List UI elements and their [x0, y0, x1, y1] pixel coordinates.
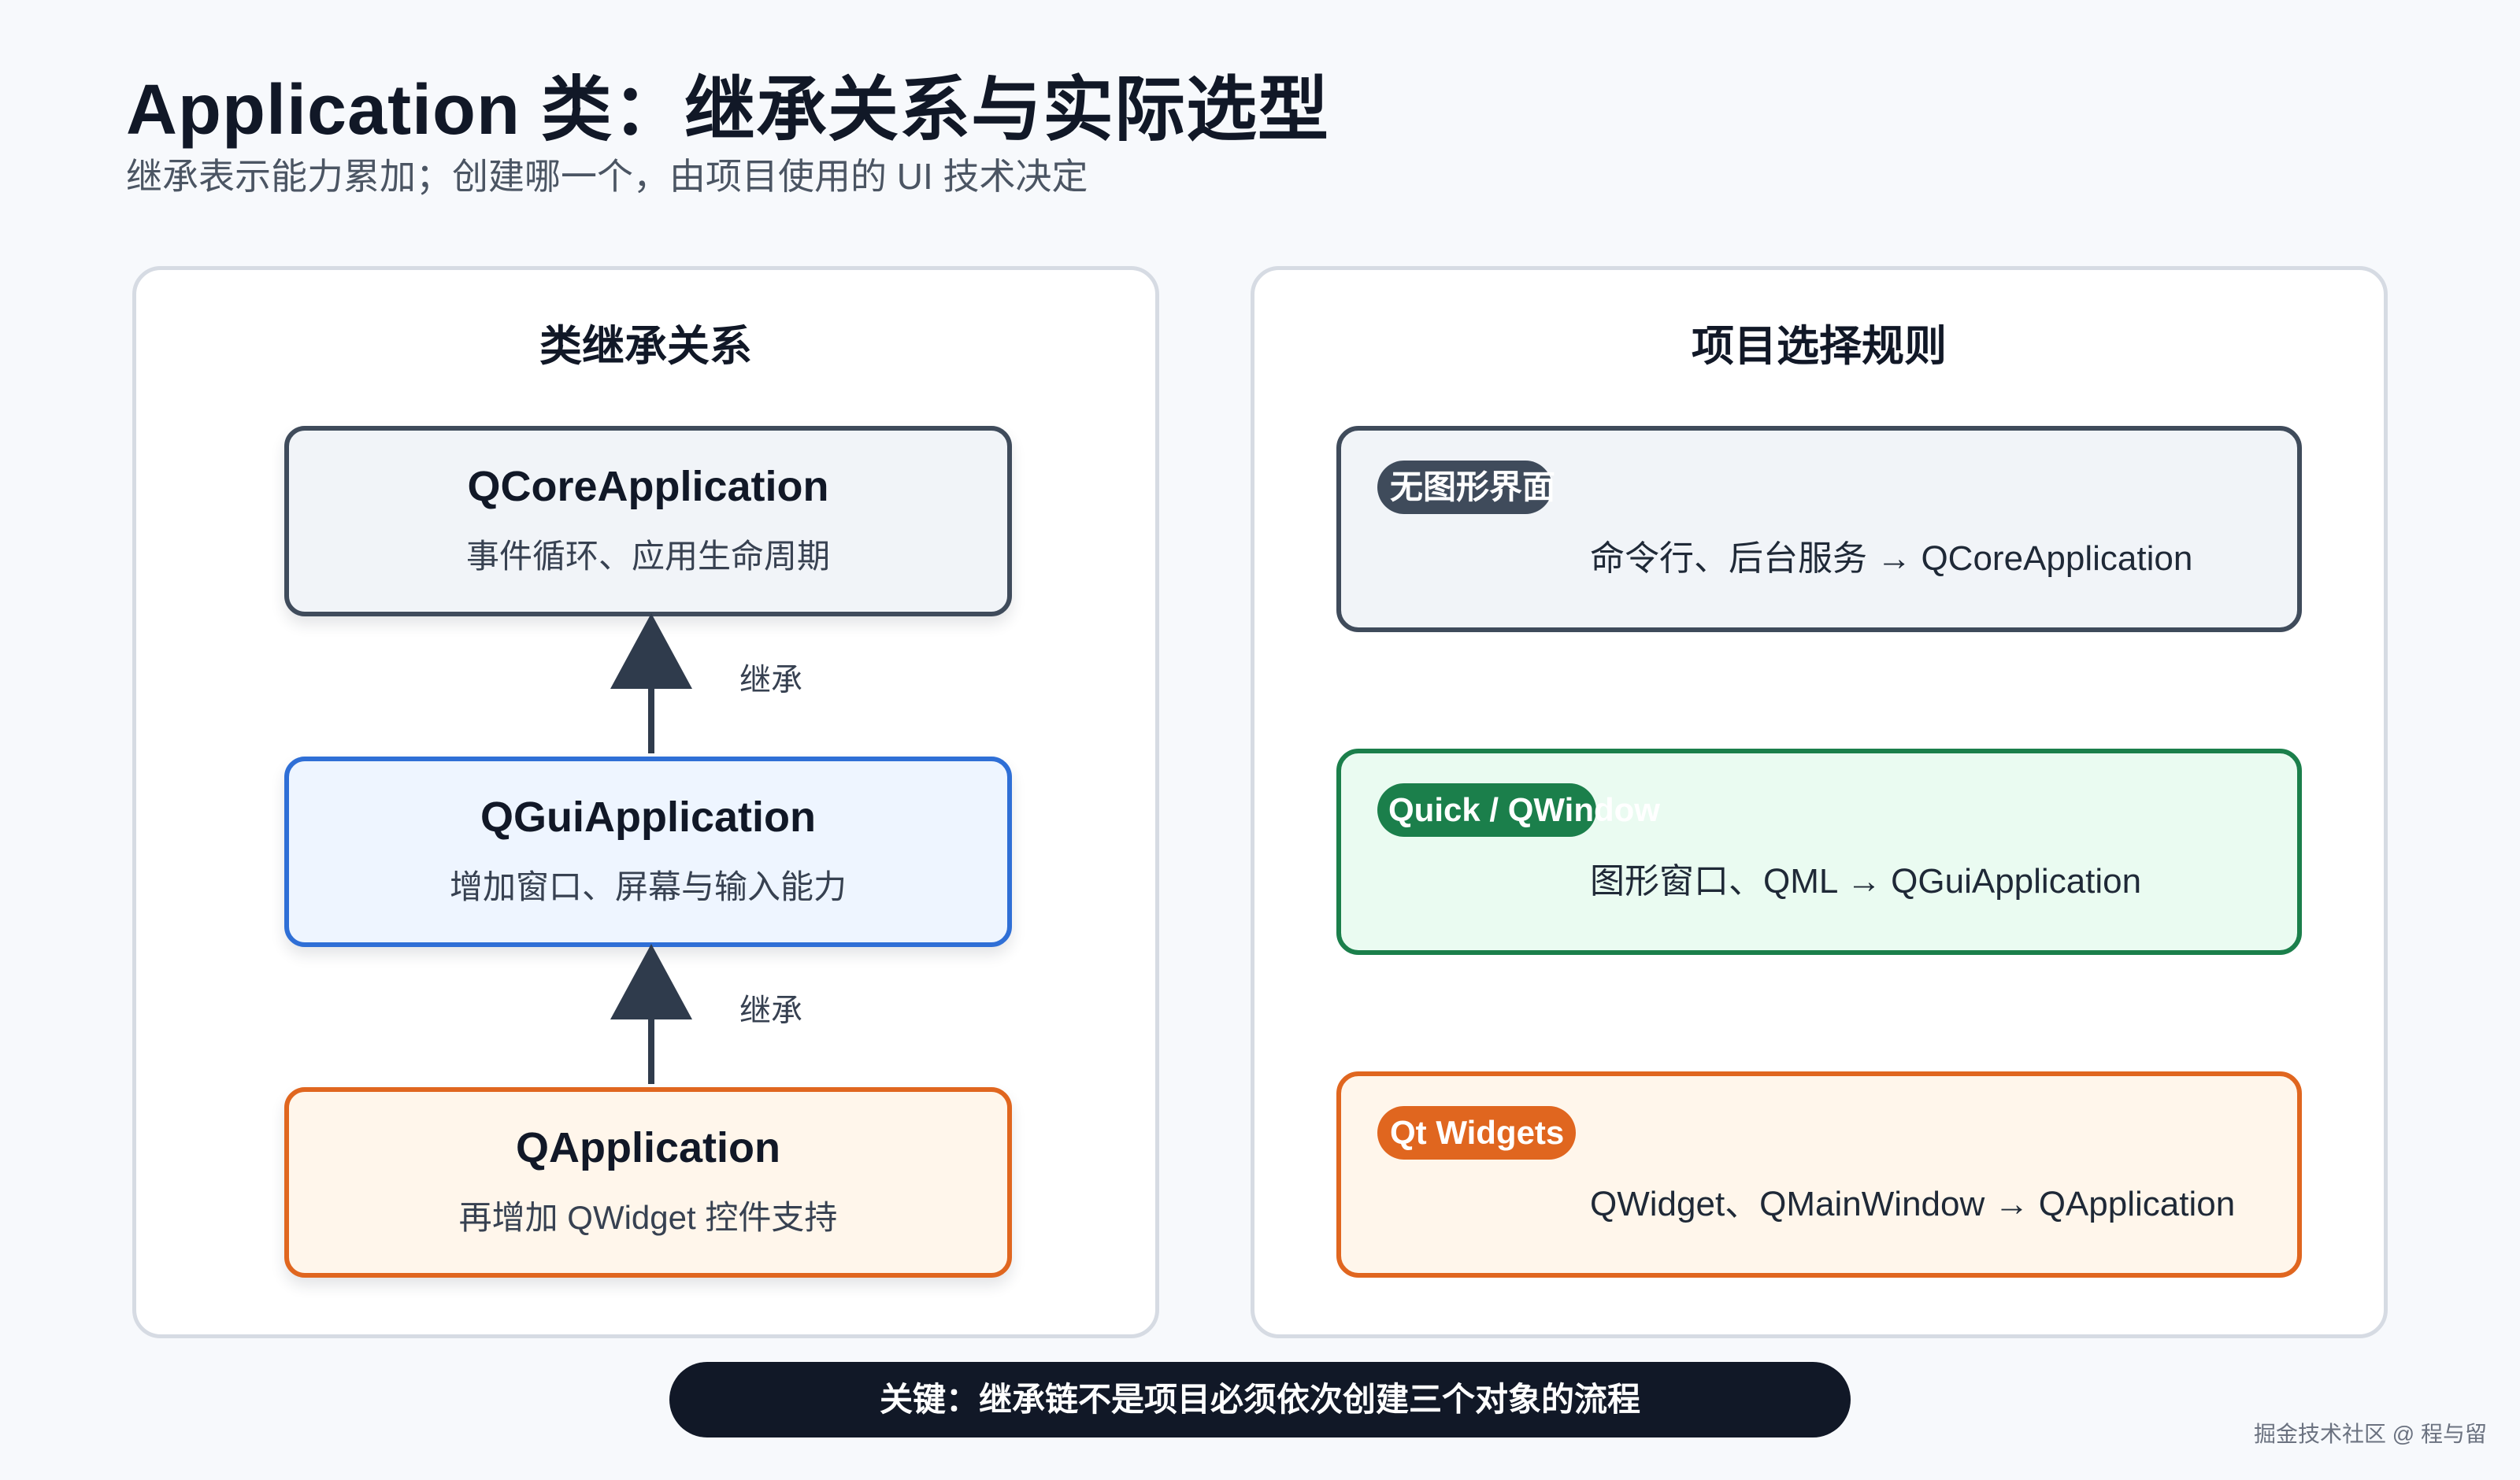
rule-tag: Qt Widgets	[1377, 1106, 1576, 1160]
watermark: 掘金技术社区 @ 程与留	[2254, 1422, 2487, 1446]
page-title: Application 类：继承关系与实际选型	[126, 71, 1329, 150]
class-description: 增加窗口、屏幕与输入能力	[449, 868, 847, 905]
class-box-qguiapplication: QGuiApplication 增加窗口、屏幕与输入能力	[284, 757, 1012, 947]
class-description: 事件循环、应用生命周期	[465, 538, 830, 575]
inheritance-arrow: 继承	[604, 944, 802, 1086]
class-description: 再增加 QWidget 控件支持	[458, 1199, 838, 1236]
arrow-up-icon	[610, 613, 692, 753]
key-note-banner: 关键：继承链不是项目必须依次创建三个对象的流程	[669, 1362, 1851, 1437]
rule-tag: 无图形界面	[1377, 461, 1555, 514]
inheritance-arrow: 继承	[604, 613, 802, 755]
inheritance-arrow-label: 继承	[739, 663, 802, 697]
inheritance-panel: 类继承关系 QCoreApplication 事件循环、应用生命周期 继承 QG…	[132, 266, 1159, 1338]
selection-rules-panel: 项目选择规则 无图形界面 命令行、后台服务 → QCoreApplication…	[1251, 266, 2388, 1338]
inheritance-arrow-label: 继承	[739, 993, 802, 1028]
rule-text: 图形窗口、QML → QGuiApplication	[1590, 862, 2142, 901]
page-subtitle: 继承表示能力累加；创建哪一个，由项目使用的 UI 技术决定	[126, 156, 1088, 197]
rule-card-no-gui: 无图形界面 命令行、后台服务 → QCoreApplication	[1336, 426, 2302, 632]
class-box-qcoreapplication: QCoreApplication 事件循环、应用生命周期	[284, 426, 1012, 616]
class-name: QCoreApplication	[467, 463, 829, 510]
rule-card-quick: Quick / QWindow 图形窗口、QML → QGuiApplicati…	[1336, 749, 2302, 955]
arrow-up-icon	[610, 944, 692, 1084]
class-name: QGuiApplication	[480, 794, 816, 841]
rule-card-widgets: Qt Widgets QWidget、QMainWindow → QApplic…	[1336, 1071, 2302, 1278]
class-box-qapplication: QApplication 再增加 QWidget 控件支持	[284, 1087, 1012, 1278]
inheritance-panel-title: 类继承关系	[539, 323, 752, 370]
selection-rules-panel-title: 项目选择规则	[1692, 323, 1947, 370]
rule-tag: Quick / QWindow	[1377, 783, 1660, 837]
class-name: QApplication	[516, 1124, 780, 1171]
rule-text: QWidget、QMainWindow → QApplication	[1590, 1185, 2236, 1223]
rule-text: 命令行、后台服务 → QCoreApplication	[1590, 539, 2193, 578]
